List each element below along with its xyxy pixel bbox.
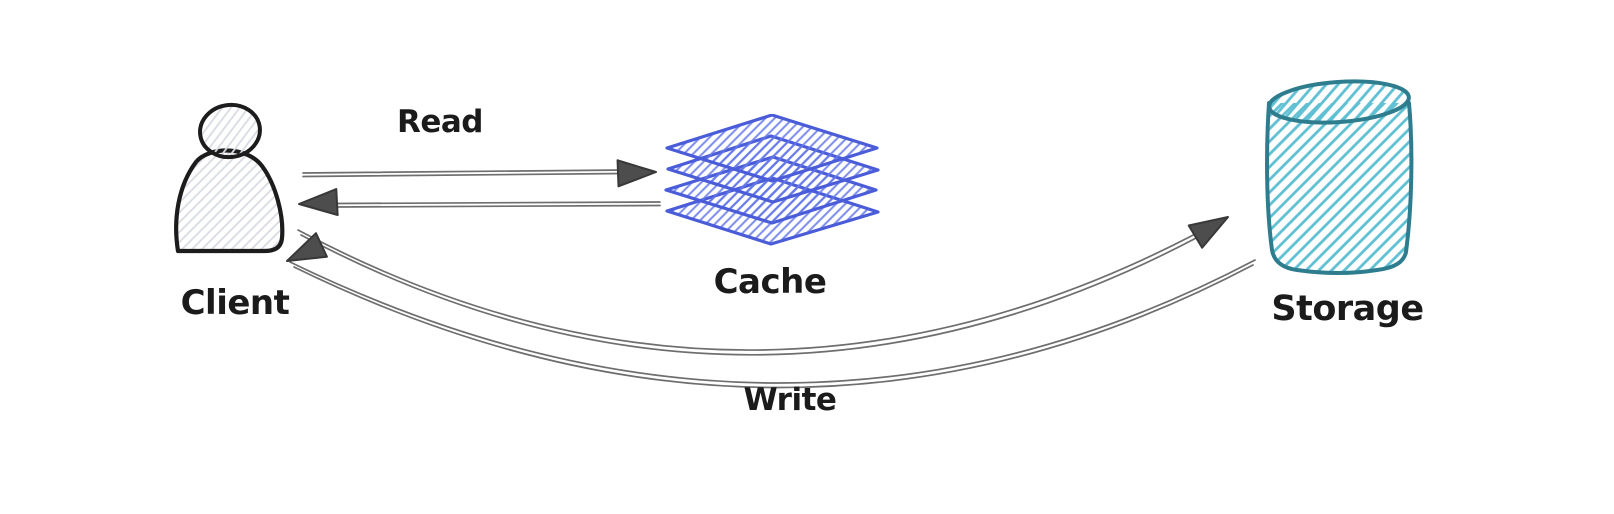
cylinder-top-ellipse	[1267, 79, 1411, 125]
client-label: Client	[180, 283, 290, 323]
person-icon	[174, 102, 285, 254]
read-arrows	[298, 159, 661, 216]
write-request-arrow	[297, 216, 1229, 356]
cache-layers-icon	[664, 114, 880, 246]
write-request-curve	[297, 217, 1226, 356]
write-edge-label: Write	[743, 382, 837, 418]
person-body	[174, 148, 285, 254]
write-response-arrow	[286, 232, 1256, 389]
storage-label: Storage	[1271, 289, 1424, 329]
read-request-arrowhead	[616, 159, 657, 188]
read-edge-label: Read	[396, 104, 484, 140]
cylinder-body-fill	[1267, 103, 1412, 273]
write-arrows	[286, 216, 1256, 389]
read-response-arrowhead	[298, 188, 339, 216]
read-response-arrow	[298, 188, 661, 216]
read-request-arrow	[302, 159, 657, 188]
read-request-line	[302, 169, 626, 178]
read-response-line	[334, 201, 661, 208]
write-request-arrowhead	[1187, 216, 1229, 249]
person-head	[198, 102, 262, 160]
cache-layer-1	[665, 114, 879, 183]
database-cylinder-icon	[1265, 79, 1414, 275]
write-response-arrowhead	[286, 232, 328, 262]
cache-label: Cache	[713, 262, 827, 302]
cylinder-body-outline	[1265, 101, 1414, 275]
write-response-curve	[289, 259, 1256, 389]
